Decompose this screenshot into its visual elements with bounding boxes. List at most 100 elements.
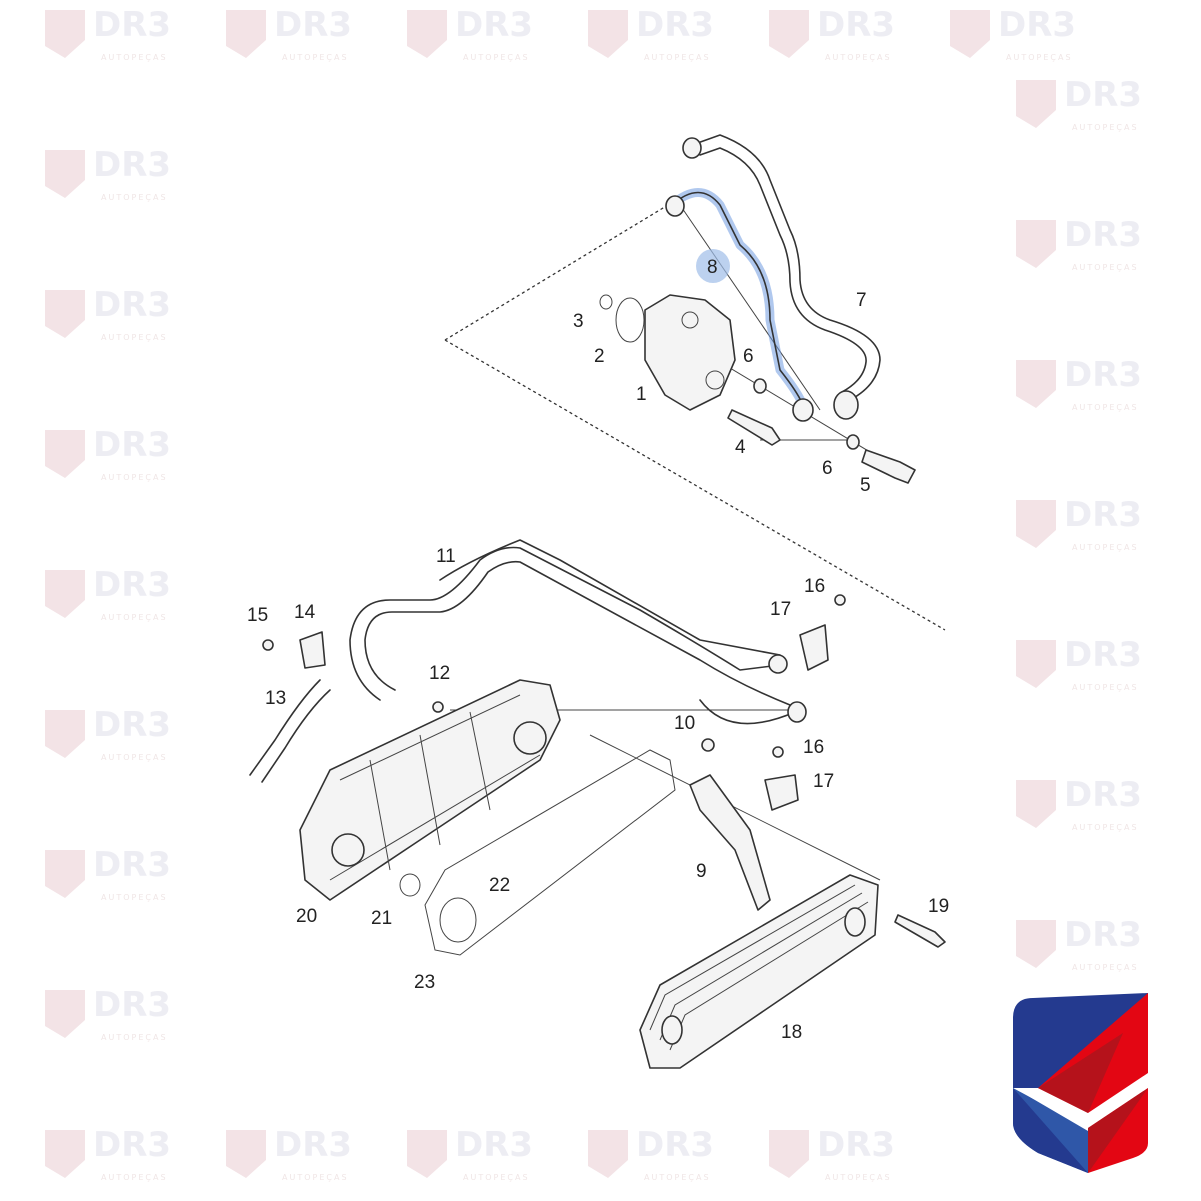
- watermark-brand: DR3: [93, 1125, 171, 1165]
- watermark-tagline: AUTOPEÇAS: [463, 1173, 530, 1182]
- callout-19[interactable]: 19: [928, 896, 949, 917]
- housing-1: [644, 294, 736, 411]
- leader-lines: [450, 204, 901, 881]
- callout-21[interactable]: 21: [371, 908, 392, 929]
- watermark-tagline: AUTOPEÇAS: [282, 1173, 349, 1182]
- clamp-17b: [764, 774, 799, 811]
- watermark-brand: DR3: [93, 285, 171, 325]
- bolt-15: [262, 639, 274, 651]
- callout-7[interactable]: 7: [856, 290, 867, 311]
- watermark-brand: DR3: [455, 1125, 533, 1165]
- callout-5[interactable]: 5: [860, 475, 871, 496]
- callout-20[interactable]: 20: [296, 906, 317, 927]
- watermark-tagline: AUTOPEÇAS: [101, 333, 168, 342]
- o-ring-2: [615, 297, 645, 343]
- watermark-brand: DR3: [1064, 775, 1142, 815]
- watermark-brand: DR3: [1064, 915, 1142, 955]
- watermark-brand: DR3: [274, 1125, 352, 1165]
- washer-6b: [846, 434, 860, 450]
- watermark-shield-icon: [45, 430, 85, 478]
- leader-dashed: [444, 204, 669, 341]
- callout-6b[interactable]: 6: [822, 458, 833, 479]
- watermark-tagline: AUTOPEÇAS: [644, 1173, 711, 1182]
- watermark-brand: DR3: [998, 5, 1076, 45]
- bolt-16a: [834, 594, 846, 606]
- bolt-16b: [772, 746, 784, 758]
- fitting-7b: [833, 390, 859, 420]
- watermark-tagline: AUTOPEÇAS: [1006, 53, 1073, 62]
- watermark-brand: DR3: [93, 845, 171, 885]
- watermark-pattern: DR3AUTOPEÇASDR3AUTOPEÇASDR3AUTOPEÇASDR3A…: [45, 5, 1142, 1182]
- watermark-shield-icon: [1016, 360, 1056, 408]
- fitting-8b: [792, 398, 814, 422]
- watermark-brand: DR3: [1064, 215, 1142, 255]
- pipe-11b: [364, 560, 791, 706]
- watermark-brand: DR3: [274, 5, 352, 45]
- bracket-9: [689, 774, 771, 911]
- watermark-shield-icon: [950, 10, 990, 58]
- callout-2[interactable]: 2: [594, 346, 605, 367]
- washer-6a: [753, 378, 767, 394]
- watermark-tagline: AUTOPEÇAS: [101, 753, 168, 762]
- pipe-7: [691, 134, 881, 401]
- watermark-brand: DR3: [1064, 355, 1142, 395]
- bolt-5: [861, 449, 916, 484]
- callout-13[interactable]: 13: [265, 688, 286, 709]
- watermark-tagline: AUTOPEÇAS: [1072, 543, 1139, 552]
- clamp-17a: [799, 624, 829, 671]
- watermark-tagline: AUTOPEÇAS: [101, 473, 168, 482]
- clip-14: [299, 631, 326, 669]
- callout-17b[interactable]: 17: [813, 771, 834, 792]
- callout-9[interactable]: 9: [696, 861, 707, 882]
- callout-17a[interactable]: 17: [770, 599, 791, 620]
- callout-6a[interactable]: 6: [743, 346, 754, 367]
- bolt-19: [894, 914, 946, 948]
- watermark-shield-icon: [45, 570, 85, 618]
- watermark-shield-icon: [45, 710, 85, 758]
- washer-3: [599, 294, 613, 310]
- bolt-12: [432, 701, 444, 713]
- pipe-7-inner: [699, 147, 867, 393]
- callout-12[interactable]: 12: [429, 663, 450, 684]
- callout-14[interactable]: 14: [294, 602, 316, 623]
- callout-18[interactable]: 18: [781, 1022, 802, 1043]
- watermark-tagline: AUTOPEÇAS: [463, 53, 530, 62]
- callout-23[interactable]: 23: [414, 972, 435, 993]
- callout-8[interactable]: 8: [707, 257, 718, 278]
- gasket-23: [424, 749, 676, 956]
- watermark-tagline: AUTOPEÇAS: [101, 1033, 168, 1042]
- fitting-8a: [665, 195, 685, 217]
- watermark-tagline: AUTOPEÇAS: [101, 53, 168, 62]
- watermark-shield-icon: [1016, 500, 1056, 548]
- callout-3[interactable]: 3: [573, 311, 584, 332]
- watermark-tagline: AUTOPEÇAS: [1072, 263, 1139, 272]
- callout-15[interactable]: 15: [247, 605, 268, 626]
- watermark-brand: DR3: [93, 985, 171, 1025]
- callout-11[interactable]: 11: [436, 546, 456, 567]
- watermark-brand: DR3: [455, 5, 533, 45]
- callout-4[interactable]: 4: [735, 437, 746, 458]
- watermark-tagline: AUTOPEÇAS: [1072, 683, 1139, 692]
- watermark-tagline: AUTOPEÇAS: [101, 193, 168, 202]
- bolt-4: [727, 409, 781, 446]
- watermark-tagline: AUTOPEÇAS: [825, 53, 892, 62]
- oil-cooler-18: [639, 874, 879, 1069]
- watermark-shield-icon: [226, 1130, 266, 1178]
- watermark-brand: DR3: [817, 5, 895, 45]
- selected-callout-circle: [696, 249, 730, 283]
- watermark-shield-icon: [407, 10, 447, 58]
- callout-10[interactable]: 10: [674, 713, 695, 734]
- callout-22[interactable]: 22: [489, 875, 510, 896]
- watermark-shield-icon: [1016, 640, 1056, 688]
- watermark-tagline: AUTOPEÇAS: [101, 893, 168, 902]
- callout-16a[interactable]: 16: [804, 576, 825, 597]
- pipe-8[interactable]: [671, 191, 806, 411]
- watermark-brand: DR3: [1064, 495, 1142, 535]
- hose-13: [249, 679, 321, 776]
- watermark-shield-icon: [45, 290, 85, 338]
- watermark-tagline: AUTOPEÇAS: [282, 53, 349, 62]
- watermark-shield-icon: [588, 10, 628, 58]
- callout-16b[interactable]: 16: [803, 737, 824, 758]
- callout-1[interactable]: 1: [636, 384, 647, 405]
